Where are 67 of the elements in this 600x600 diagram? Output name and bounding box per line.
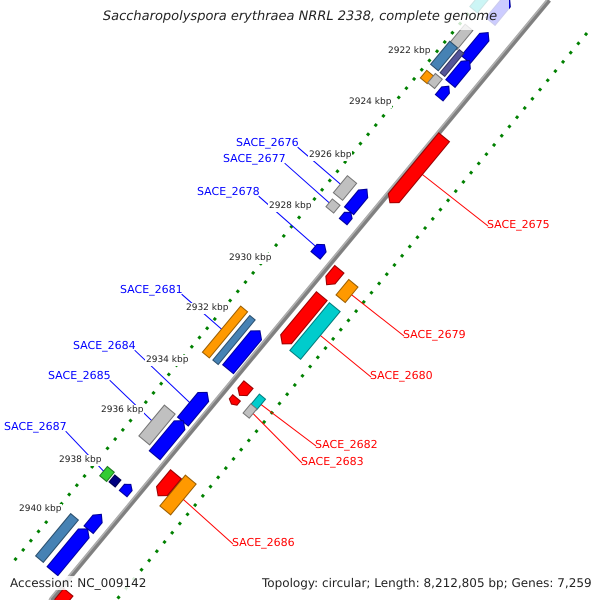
leader-line: [182, 498, 234, 544]
scale-tick-label: 2938 kbp: [58, 455, 102, 466]
gene-symbol: [460, 32, 490, 64]
scale-tick-label: 2930 kbp: [228, 253, 272, 264]
gene-label: SACE_2680: [370, 369, 433, 382]
gene-symbol: [118, 484, 133, 498]
leader-line: [284, 162, 330, 204]
leader-line: [351, 294, 404, 336]
gene-symbol: [439, 48, 465, 78]
scale-tick-label: 2940 kbp: [18, 504, 62, 515]
scale-tick-label: 2932 kbp: [185, 303, 230, 314]
gene-label: SACE_2684: [73, 339, 136, 352]
gene-symbol: [228, 394, 242, 406]
gene-label: SACE_2678: [197, 185, 260, 198]
gene-label: SACE_2685: [48, 369, 111, 382]
gene-symbol: [237, 380, 254, 396]
leader-line: [297, 146, 341, 185]
gene-symbol: [34, 512, 80, 564]
gene-symbol: [212, 314, 256, 366]
gene-symbol: [289, 302, 341, 360]
gene-label: SACE_2683: [301, 455, 364, 468]
gene-symbol: [159, 474, 197, 516]
gene-symbol: [148, 420, 186, 460]
scale-tick-label: 2922 kbp: [387, 46, 432, 57]
leader-line: [422, 174, 488, 226]
leader-line: [134, 350, 190, 404]
gene-label: SACE_2679: [403, 328, 466, 342]
genome-info: Accession: NC_009142: [8, 576, 148, 590]
gene-symbol: [445, 60, 471, 88]
genome-info: Topology: circular; Length: 8,212,805 bp; Genes: 7,259: [260, 576, 594, 590]
gene-label: SACE_2682: [315, 438, 378, 452]
gene-symbol: [332, 175, 358, 201]
leader-line: [260, 404, 316, 446]
gene-symbol: [83, 514, 103, 534]
scale-tick-label: 2928 kbp: [268, 201, 312, 212]
scale-tick-label: 2936 kbp: [100, 405, 144, 416]
gene-symbol: [338, 212, 353, 226]
gene-symbol: [325, 198, 341, 214]
gene-label: SACE_2686: [232, 536, 295, 550]
gene-label: SACE_2675: [487, 218, 550, 232]
leader-line: [252, 413, 302, 464]
gene-symbol: [325, 264, 345, 286]
gene-symbol: [335, 278, 359, 304]
gene-label: SACE_2687: [4, 420, 67, 434]
gene-symbol: [434, 86, 450, 102]
gene-symbol: [108, 474, 122, 488]
gene-label: SACE_2677: [223, 152, 286, 166]
leader-line: [258, 196, 316, 247]
gene-symbol: [156, 469, 182, 496]
gene-symbol: [242, 403, 258, 419]
gene-label: SACE_2681: [120, 283, 183, 296]
gene-symbol: [54, 588, 74, 600]
gene-symbol: [46, 528, 90, 576]
gene-symbol: [99, 466, 115, 482]
gene-symbol: [310, 244, 327, 260]
gene-symbol: [427, 72, 443, 90]
gene-symbol: [430, 40, 458, 72]
gene-symbol: [388, 132, 450, 204]
gene-symbol: [280, 290, 328, 344]
gene-symbol: [176, 392, 210, 427]
scale-tick-label: 2924 kbp: [348, 97, 392, 108]
scale-tick-label: 2934 kbp: [145, 355, 190, 366]
scale-tick-label: 2926 kbp: [308, 150, 352, 161]
gene-label: SACE_2676: [236, 136, 299, 150]
gene-symbol: [222, 330, 262, 374]
leader-line: [320, 334, 372, 378]
gene-symbol: [344, 188, 368, 216]
